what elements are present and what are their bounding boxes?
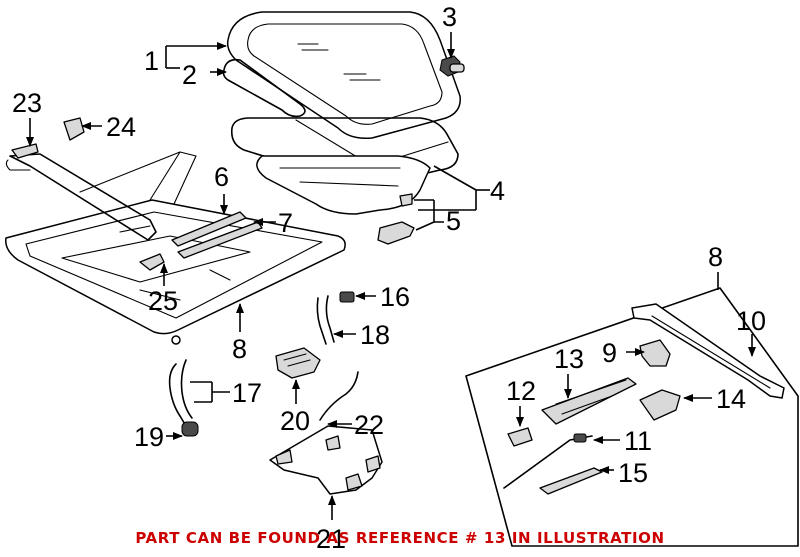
front-drain-rail <box>9 153 157 241</box>
wind-deflector-piece <box>139 253 165 271</box>
front-bracket <box>11 143 39 159</box>
callout-3: 3 <box>442 2 457 32</box>
frame-seal <box>230 117 459 188</box>
callout-leaders <box>26 32 756 520</box>
callout-19: 19 <box>134 422 164 452</box>
callout-7: 7 <box>278 208 293 238</box>
callout-2: 2 <box>182 60 197 90</box>
callout-21: 21 <box>316 524 346 554</box>
drain-hose-short <box>319 371 359 421</box>
callout-18: 18 <box>360 320 390 350</box>
drain-hose-left <box>168 359 199 437</box>
guide-parts <box>377 193 415 245</box>
callout-23: 23 <box>12 88 42 118</box>
sunroof-motor-unit <box>275 347 321 379</box>
callout-15: 15 <box>618 458 648 488</box>
bolt-part <box>439 55 465 77</box>
callout-14: 14 <box>716 384 746 414</box>
callout-25: 25 <box>148 286 178 316</box>
clip-part <box>63 117 85 141</box>
callout-5: 5 <box>446 206 461 236</box>
callout-16: 16 <box>380 282 410 312</box>
callout-1: 1 <box>144 46 159 76</box>
sunshade-panel <box>256 155 431 215</box>
callout-numbers: 1 2 3 4 5 6 7 8 8 9 10 11 12 13 14 15 16… <box>12 2 766 554</box>
callout-8-main: 8 <box>232 334 247 364</box>
reference-note: PART CAN BE FOUND AS REFERENCE # 13 IN I… <box>135 529 665 547</box>
callout-6: 6 <box>214 162 229 192</box>
callout-24: 24 <box>106 112 136 142</box>
callout-9: 9 <box>602 338 617 368</box>
motor-bracket-tray <box>269 425 383 495</box>
callout-10: 10 <box>736 306 766 336</box>
callout-8-inset: 8 <box>708 242 723 272</box>
inset-parts <box>503 303 785 495</box>
drain-hose-rear <box>316 291 355 345</box>
sunroof-housing-frame <box>5 151 346 345</box>
guide-rail <box>171 211 263 259</box>
callout-20: 20 <box>280 406 310 436</box>
callout-22: 22 <box>354 410 384 440</box>
callout-17: 17 <box>232 378 262 408</box>
callout-4: 4 <box>490 176 505 206</box>
callout-12: 12 <box>506 376 536 406</box>
callout-11: 11 <box>624 426 652 456</box>
inset-panel-border <box>465 287 799 547</box>
callout-13: 13 <box>554 344 584 374</box>
